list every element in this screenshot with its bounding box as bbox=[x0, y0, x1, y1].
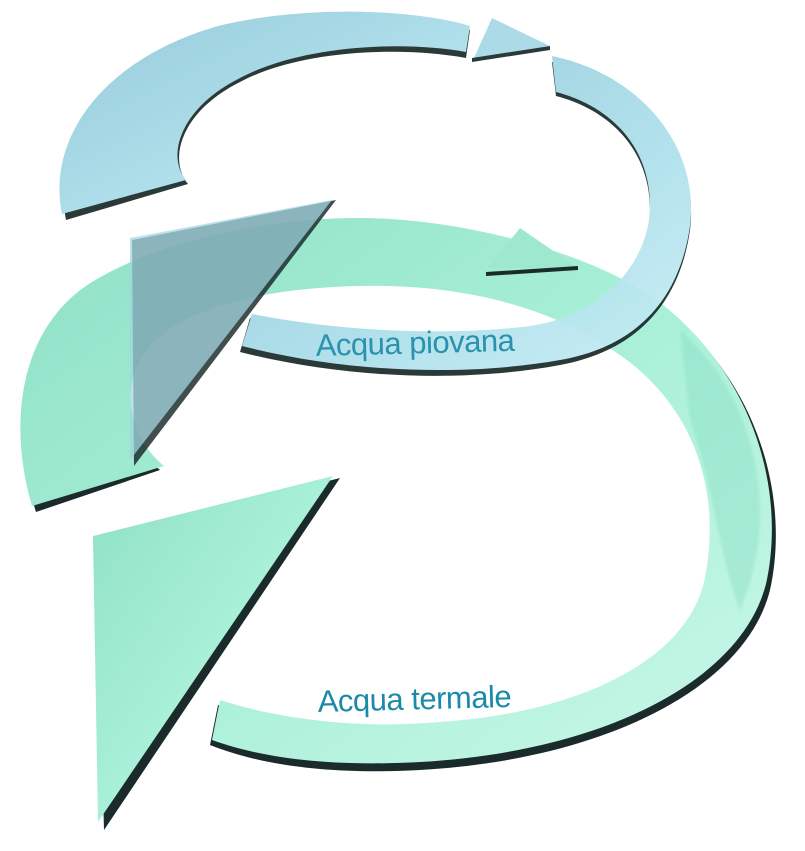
upper-top-arrowhead bbox=[474, 18, 550, 58]
upper-arrowhead bbox=[130, 200, 332, 460]
upper-cycle-label: Acqua piovana bbox=[315, 323, 516, 363]
upper-cycle: Acqua piovana bbox=[59, 11, 692, 466]
lower-small-arrowhead bbox=[488, 228, 578, 268]
lower-ring-shade bbox=[680, 330, 760, 610]
upper-top-arrowhead-edge bbox=[472, 46, 550, 62]
lower-cycle-label: Acqua termale bbox=[317, 679, 511, 719]
upper-ring-left bbox=[59, 11, 470, 214]
lower-arrowhead bbox=[93, 476, 333, 822]
lower-small-arrowhead-edge bbox=[486, 266, 578, 276]
lower-cycle: Acqua termale bbox=[20, 218, 776, 830]
upper-ring-right bbox=[242, 56, 692, 371]
